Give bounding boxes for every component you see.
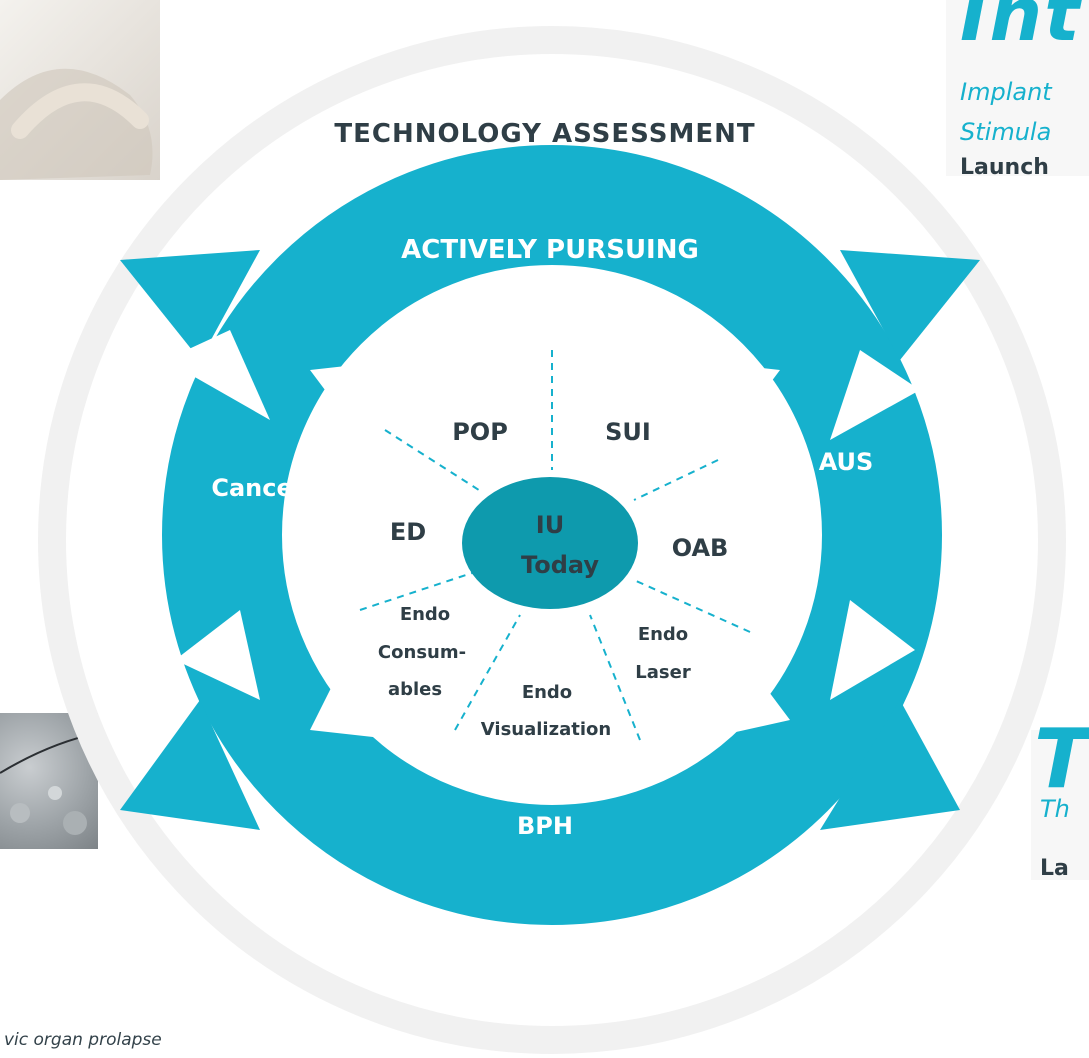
ring-label-left: Cancer	[211, 474, 304, 502]
divider-bottom-left	[454, 614, 521, 731]
arrowhead-top-right	[840, 250, 980, 360]
ring-label-right: AUS	[819, 448, 874, 476]
inner-arrowhead-top-right	[690, 360, 780, 430]
footnote-text: vic organ prolapse	[4, 1030, 162, 1050]
inner-arrowhead-bottom-right	[700, 660, 790, 740]
ring-notch-right-top	[830, 350, 920, 440]
segment-endo-consumables-line2: Consum-	[378, 642, 466, 663]
photo-bottom-shape	[0, 732, 98, 835]
segment-endo-laser-line2: Laser	[635, 662, 691, 683]
product-photo-top	[0, 0, 160, 180]
divider-top-left	[384, 429, 483, 493]
divider-bottom-right	[589, 614, 641, 741]
segment-pop: POP	[452, 418, 508, 446]
center-ellipse	[462, 477, 638, 609]
segment-dividers	[359, 350, 751, 741]
segment-sui: SUI	[605, 418, 651, 446]
segment-endo-visualization-line2: Visualization	[481, 719, 611, 740]
photo-top-shape	[0, 68, 153, 180]
ring-notch-left-top	[165, 330, 270, 420]
right-card-bottom	[1031, 730, 1089, 880]
segment-ed: ED	[390, 518, 426, 546]
arrowhead-bottom-right	[820, 700, 960, 830]
divider-right	[633, 579, 751, 633]
center-label-line2: Today	[521, 551, 599, 579]
ring-notch-right-bottom	[830, 600, 915, 700]
right-card-top-line1: Implant	[960, 78, 1052, 106]
center-label-line1: IU	[536, 511, 564, 539]
divider-top-right	[633, 459, 719, 501]
arrowhead-bottom-left	[120, 700, 260, 830]
ring-notch-left-bottom	[175, 610, 260, 700]
right-card-top	[946, 0, 1089, 176]
right-card-top-heading: Int	[960, 0, 1082, 58]
ring-label-top: ACTIVELY PURSUING	[401, 235, 699, 265]
outer-ring	[38, 26, 1066, 1054]
segment-endo-consumables-line3: ables	[388, 679, 442, 700]
segment-oab: OAB	[672, 534, 729, 562]
right-card-top-line2: Stimula	[960, 118, 1052, 146]
inner-arrowhead-top-left	[310, 360, 400, 430]
right-card-bottom-heading: T	[1034, 712, 1089, 807]
arrowhead-top-left	[120, 250, 260, 360]
outer-title: TECHNOLOGY ASSESSMENT	[334, 119, 755, 149]
teal-ring	[162, 145, 942, 925]
ring-label-bottom: BPH	[517, 812, 573, 840]
right-card-bottom-status: La	[1040, 856, 1069, 881]
right-card-bottom-line1: Th	[1040, 795, 1070, 823]
right-card-top-status: Launch	[960, 155, 1049, 180]
segment-endo-laser-line1: Endo	[638, 624, 688, 645]
segment-endo-consumables-line1: Endo	[400, 604, 450, 625]
segment-endo-visualization-line1: Endo	[522, 682, 572, 703]
inner-arrowhead-bottom-left	[310, 660, 400, 740]
